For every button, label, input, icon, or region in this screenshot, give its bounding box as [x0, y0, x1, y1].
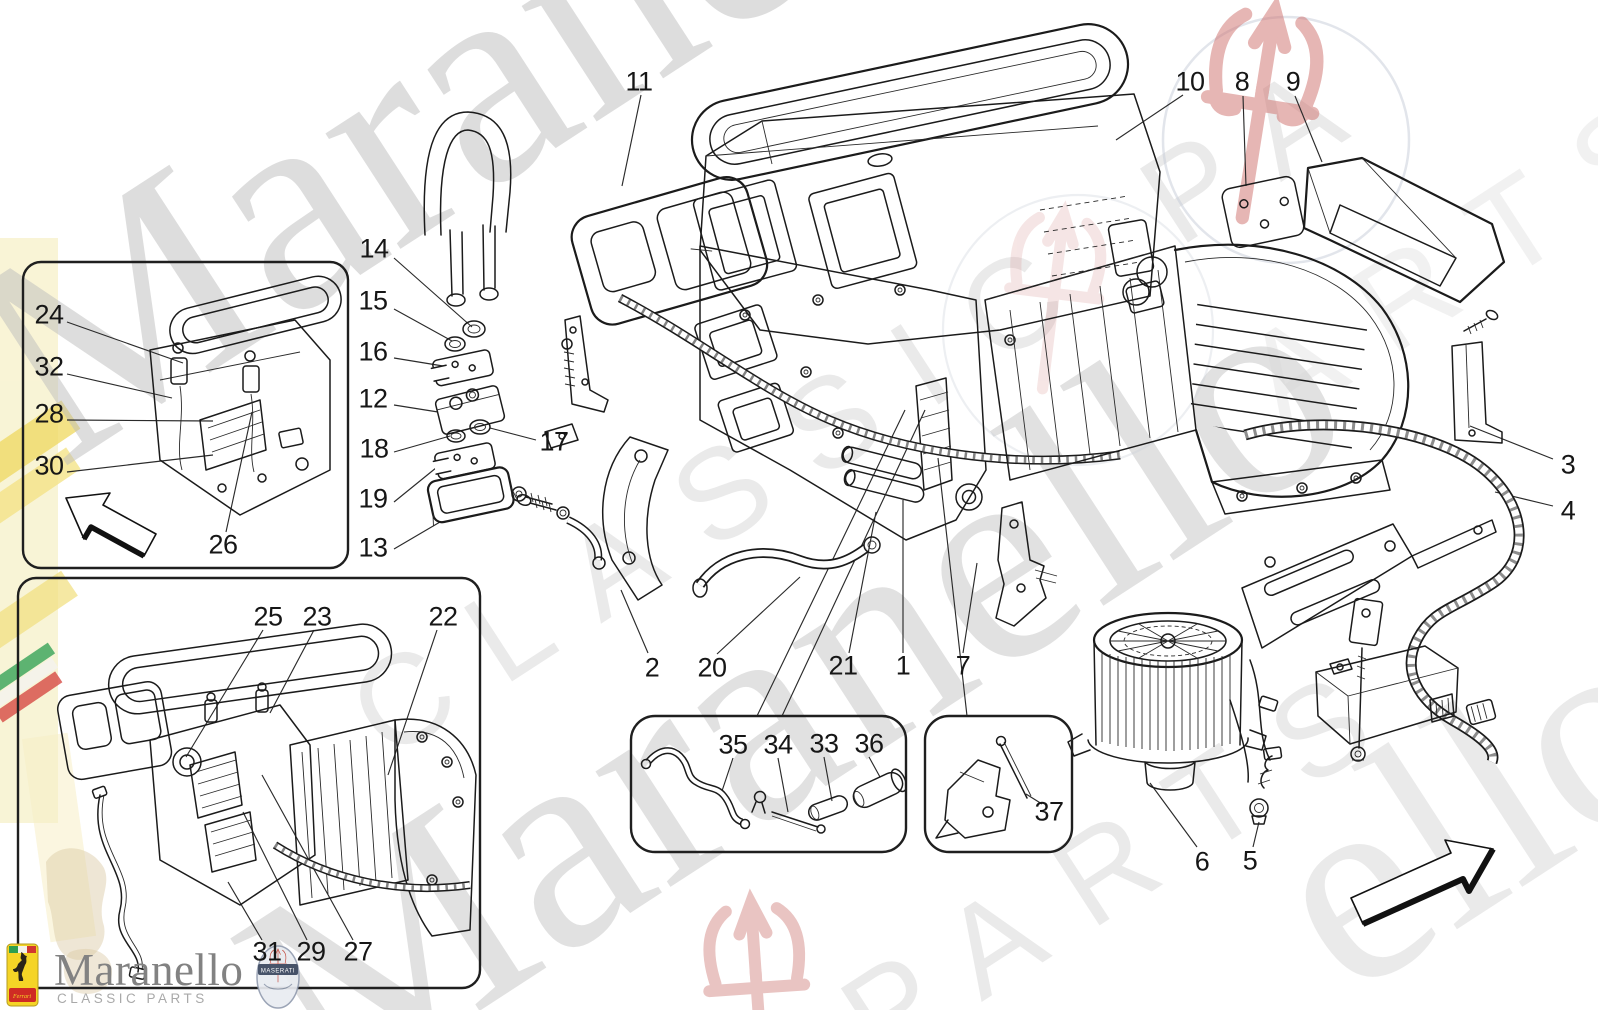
part-number-13: 13: [358, 532, 388, 563]
part-4-hose: [1243, 419, 1525, 765]
leader-lines: [66, 94, 1554, 941]
direction-arrow-icon-right: [1350, 839, 1496, 927]
part-number-10: 10: [1175, 66, 1205, 97]
part-number-21: 21: [828, 650, 858, 681]
part-number-19: 19: [358, 483, 388, 514]
main-housing-part-1: [694, 245, 1016, 541]
part-number-15: 15: [358, 285, 388, 316]
part-number-30: 30: [34, 450, 64, 481]
yellow-shield-watermark: [0, 238, 112, 994]
part-number-35: 35: [718, 729, 748, 760]
slotted-plate: [1241, 519, 1497, 649]
part-number-34: 34: [763, 729, 793, 760]
inset2-art: [56, 623, 477, 980]
part-number-33: 33: [809, 728, 839, 759]
part-6-blower: [1067, 611, 1267, 791]
detail-box-linkage-art: [640, 747, 908, 834]
prancing-horse-icon: [13, 952, 27, 981]
part-number-29: 29: [296, 936, 326, 967]
connector-wires: [1229, 659, 1283, 783]
maserati-badge-logo: MASERATI: [256, 945, 300, 1009]
part-20-hose: [692, 536, 881, 598]
ferrari-badge-label: Ferrari: [12, 994, 31, 1000]
ecu-box: [1315, 645, 1497, 745]
blower-spokes: [1110, 623, 1226, 659]
part-7-bracket: [995, 501, 1058, 627]
part-number-18: 18: [359, 433, 389, 464]
grille-slats: [1190, 301, 1368, 453]
part-number-37: 37: [1034, 796, 1064, 827]
part-number-2: 2: [644, 652, 660, 683]
part-number-1: 1: [895, 650, 911, 681]
detail-box-pin: [923, 714, 1074, 854]
brand-logo-text: Maranello: [54, 945, 244, 995]
part-number-6: 6: [1194, 846, 1210, 877]
brand-logo-subtext: CLASSIC PARTS: [57, 991, 208, 1006]
watermark-serif-right: ello: [1212, 562, 1598, 1010]
inset-box-top-left: [21, 260, 350, 570]
watermark-circle: [941, 193, 1215, 467]
part-number-25: 25: [253, 601, 283, 632]
part-number-8: 8: [1234, 66, 1250, 97]
ferrari-shield-logo: Ferrari: [6, 943, 39, 1007]
wiring-harness: [617, 294, 1121, 465]
ac-valve-parts-column: [423, 111, 609, 570]
part-number-20: 20: [697, 652, 727, 683]
part-number-16: 16: [358, 336, 388, 367]
part-number-4: 4: [1560, 495, 1576, 526]
part-number-12: 12: [358, 383, 388, 414]
detail-box-pin-art: [935, 735, 1032, 839]
part-number-7: 7: [955, 650, 971, 681]
part-13-tray: [426, 466, 517, 527]
main-diagram-art: [423, 23, 1525, 825]
part-number-11: 11: [625, 66, 653, 97]
direction-arrow-icon: [65, 492, 157, 559]
maserati-badge-label: MASERATI: [261, 969, 295, 975]
inset1-art: [149, 275, 342, 516]
inset-box-bottom-left: [16, 576, 482, 990]
trident-watermark-center: [1004, 200, 1107, 395]
part-8-plate: [1221, 175, 1305, 249]
part-9-duct: [1302, 156, 1506, 304]
detail-box-linkage: [629, 714, 908, 854]
part-number-28: 28: [34, 398, 64, 429]
trident-watermark-bottom: [703, 888, 811, 1010]
upper-housing: [692, 93, 1161, 345]
part-number-9: 9: [1285, 66, 1301, 97]
part-number-3: 3: [1560, 449, 1576, 480]
part-number-23: 23: [302, 601, 332, 632]
part-10-gasket: [690, 23, 1130, 181]
right-housing: [984, 243, 1410, 515]
tag-and-screw: [1348, 597, 1384, 762]
part-number-14: 14: [359, 233, 389, 264]
part-number-5: 5: [1242, 845, 1258, 876]
trident-watermark-topright: [1200, 0, 1324, 225]
part-number-24: 24: [34, 299, 64, 330]
part-number-26: 26: [208, 529, 238, 560]
part-number-32: 32: [34, 351, 64, 382]
part-number-36: 36: [854, 728, 884, 759]
part-number-22: 22: [428, 601, 458, 632]
part-number-31: 31: [252, 936, 282, 967]
part-3-bracket: [1451, 309, 1503, 444]
part-number-27: 27: [343, 936, 373, 967]
part-number-17: 17: [539, 426, 569, 457]
watermark-circle: [1161, 15, 1411, 265]
part-11-bezel: [570, 176, 769, 326]
